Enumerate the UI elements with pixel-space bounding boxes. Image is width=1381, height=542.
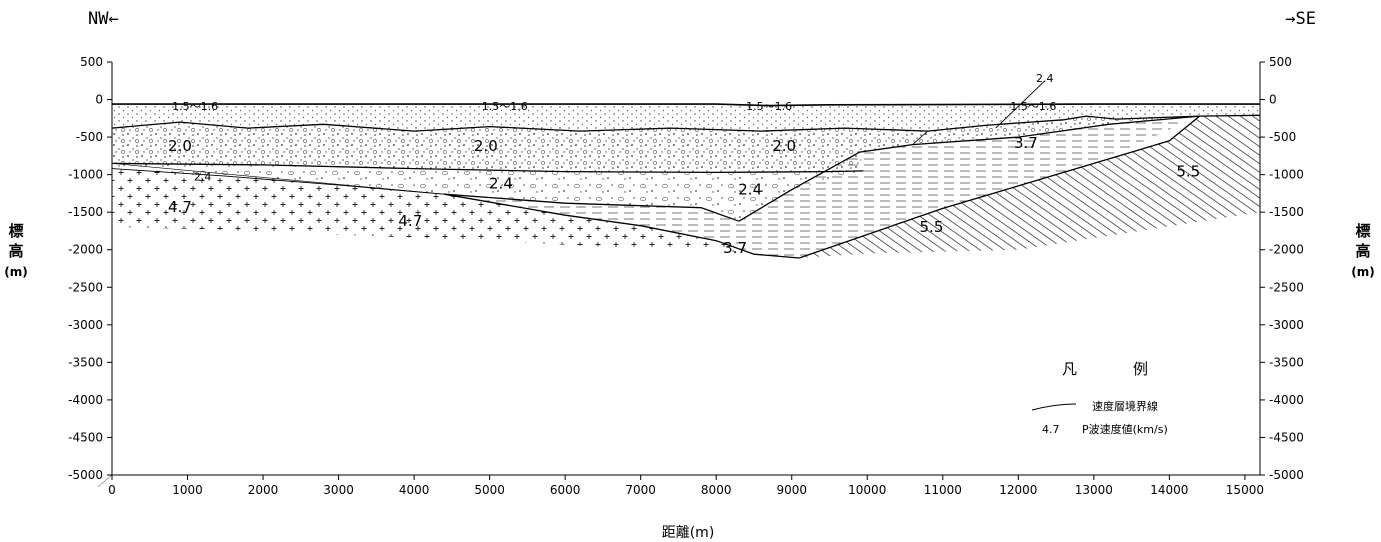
x-tick-label: 2000 xyxy=(248,483,279,497)
x-tick-label: 8000 xyxy=(701,483,732,497)
velocity-boundary-lines xyxy=(111,80,1261,259)
layer-3-7-fill xyxy=(444,116,1200,258)
velocity-label: 3.7 xyxy=(1014,134,1038,152)
x-tick-label: 4000 xyxy=(399,483,430,497)
boundary-1-5-2-0 xyxy=(111,114,1261,132)
velocity-value-labels: 1.5～1.6 1.5～1.6 1.5～1.6 1.5～1.6 2.0 2.0 2.0 2.4… xyxy=(168,72,1200,257)
layer-5-5-fill xyxy=(799,115,1260,258)
legend-title-1: 凡 xyxy=(1062,360,1077,378)
x-tick-label: 5000 xyxy=(474,483,505,497)
svg-text:高: 高 xyxy=(1355,242,1370,260)
velocity-label: 2.4 xyxy=(194,170,212,183)
y-tick-label-right: -2500 xyxy=(1269,280,1304,294)
x-tick-label: 15000 xyxy=(1226,483,1264,497)
y-tick-label-right: -3500 xyxy=(1269,355,1304,369)
y-tick-label-right: 0 xyxy=(1269,93,1277,107)
boundary-2-0-2-4-west xyxy=(111,163,445,195)
y-tick-label: -2500 xyxy=(68,280,103,294)
velocity-label: 2.4 xyxy=(489,175,513,193)
y-tick-label: -4500 xyxy=(68,430,103,444)
velocity-label: 3.7 xyxy=(723,239,747,257)
boundary-3-7-5-5 xyxy=(799,115,1201,259)
layer-4-7-fill xyxy=(112,167,754,255)
velocity-label: 5.5 xyxy=(920,218,944,236)
boundary-2-0-2-4 xyxy=(111,162,864,174)
y-tick-label-right: -1000 xyxy=(1269,168,1304,182)
y-tick-label: -3500 xyxy=(68,355,103,369)
y-tick-label: -500 xyxy=(76,130,103,144)
x-tick-label: 1000 xyxy=(172,483,203,497)
x-tick-label: 7000 xyxy=(625,483,656,497)
direction-se-label: →SE xyxy=(1285,9,1316,29)
y-axis-left-ticks: 500 0 -500 -1000 -1500 -2000 -2500 -3000 -3500 -4… xyxy=(68,55,112,482)
velocity-label: 2.0 xyxy=(168,137,192,155)
x-tick-label: 10000 xyxy=(848,483,886,497)
svg-text:高: 高 xyxy=(8,242,23,260)
x-tick-label: 11000 xyxy=(924,483,962,497)
y-tick-label-right: -3000 xyxy=(1269,318,1304,332)
y-tick-label-right: 500 xyxy=(1269,55,1292,69)
y-tick-label-right: -5000 xyxy=(1269,468,1304,482)
velocity-label: 2.4 xyxy=(738,181,762,199)
y-axis-right-ticks: 500 0 -500 -1000 -1500 -2000 -2500 -3000 -3500 -4… xyxy=(1260,55,1304,482)
x-tick-label: 13000 xyxy=(1075,483,1113,497)
legend-sample-value: 4.7 xyxy=(1042,423,1060,436)
y-tick-label-right: -4000 xyxy=(1269,393,1304,407)
x-tick-label: 14000 xyxy=(1150,483,1188,497)
velocity-label: 1.5～1.6 xyxy=(1010,100,1056,113)
y-tick-label-right: -500 xyxy=(1269,130,1296,144)
y-tick-label: -1000 xyxy=(68,168,103,182)
velocity-label: 4.7 xyxy=(398,212,422,230)
velocity-label: 2.0 xyxy=(474,137,498,155)
svg-text:(m): (m) xyxy=(1351,265,1374,279)
y-tick-label-right: -4500 xyxy=(1269,430,1304,444)
boundary-2-4-3-7-west xyxy=(444,193,740,222)
svg-text:(m): (m) xyxy=(4,265,27,279)
y-tick-label: -4000 xyxy=(68,393,103,407)
legend-title-2: 例 xyxy=(1133,360,1148,378)
y-tick-label: -2000 xyxy=(68,243,103,257)
x-axis-ticks: 0 1000 2000 3000 4000 5000 6000 7000 8000 9000 100… xyxy=(108,475,1264,497)
velocity-label: 1.5～1.6 xyxy=(746,100,792,113)
legend-boundary-sample xyxy=(1031,403,1077,411)
x-axis-label: 距離(m) xyxy=(662,524,715,541)
axis-corner-mark xyxy=(97,474,113,488)
velocity-label: 2.4 xyxy=(1036,72,1054,85)
svg-text:標: 標 xyxy=(8,222,23,240)
svg-text:標: 標 xyxy=(1355,222,1370,240)
axes xyxy=(97,62,1261,488)
x-tick-label: 9000 xyxy=(776,483,807,497)
legend-value-label: P波速度値(km/s) xyxy=(1082,422,1168,436)
y-tick-label-right: -1500 xyxy=(1269,205,1304,219)
direction-nw-label: NW← xyxy=(88,9,119,29)
y-axis-label-left: 標 高 (m) xyxy=(4,222,27,279)
layer-2-0-east-fill xyxy=(844,116,1200,171)
boundary-small-east xyxy=(912,130,928,145)
layer-1-5-fill xyxy=(112,104,1260,132)
legend: 凡 例 速度層境界線 4.7 P波速度値(km/s) xyxy=(1031,360,1168,436)
legend-line-label: 速度層境界線 xyxy=(1092,399,1158,413)
velocity-label: 2.0 xyxy=(772,137,796,155)
y-tick-label: 0 xyxy=(95,93,103,107)
x-tick-label: 0 xyxy=(108,483,116,497)
velocity-label: 4.7 xyxy=(168,198,192,216)
y-tick-label: -5000 xyxy=(68,468,103,482)
boundary-2-4-4-7 xyxy=(111,168,445,195)
y-tick-label-right: -2000 xyxy=(1269,243,1304,257)
y-tick-label: -1500 xyxy=(68,205,103,219)
layer-2-0-fill xyxy=(112,122,864,173)
velocity-label: 1.5～1.6 xyxy=(482,100,528,113)
velocity-label: 1.5～1.6 xyxy=(172,100,218,113)
leader-2-4 xyxy=(995,80,1046,129)
boundary-3-7-4-7 xyxy=(444,193,800,259)
y-axis-label-right: 標 高 (m) xyxy=(1351,222,1374,279)
y-tick-label: -3000 xyxy=(68,318,103,332)
boundary-surface xyxy=(112,103,1260,107)
x-tick-label: 3000 xyxy=(323,483,354,497)
velocity-label: 5.5 xyxy=(1176,163,1200,181)
y-tick-label: 500 xyxy=(80,55,103,69)
x-tick-label: 6000 xyxy=(550,483,581,497)
x-tick-label: 12000 xyxy=(999,483,1037,497)
